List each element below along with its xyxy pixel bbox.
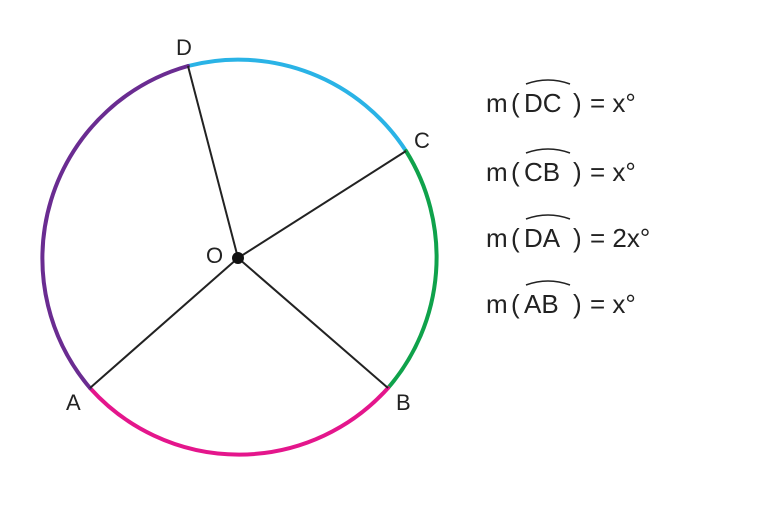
arc-symbol [525, 148, 571, 154]
equation-arc-name: CB [524, 157, 560, 187]
center-point [232, 252, 244, 264]
arc-cb [386, 149, 439, 390]
equation-close-paren: ) [573, 223, 582, 253]
equation-open-paren: ( [511, 223, 520, 253]
arc-ad [40, 64, 190, 390]
point-label-o: O [206, 243, 223, 268]
equation-arc-name: DC [524, 88, 562, 118]
radii [89, 65, 407, 389]
arc-dc [186, 57, 408, 153]
radius-oc [237, 150, 407, 259]
point-label-b: B [396, 390, 411, 415]
equation-close-paren: ) [573, 88, 582, 118]
equation-row: m ( AB ) = x° [486, 280, 636, 319]
radius-od [187, 65, 239, 259]
point-label-a: A [66, 390, 81, 415]
equation-close-paren: ) [573, 289, 582, 319]
equation-prefix: m [486, 88, 508, 118]
equation-rhs: = x° [590, 88, 636, 118]
arc-symbol [525, 280, 571, 286]
equation-arc-name: DA [524, 223, 561, 253]
equation-prefix: m [486, 157, 508, 187]
equation-open-paren: ( [511, 88, 520, 118]
arc-symbol [525, 214, 571, 220]
equation-open-paren: ( [511, 289, 520, 319]
point-label-d: D [176, 35, 192, 60]
radius-ob [237, 257, 389, 389]
equation-close-paren: ) [573, 157, 582, 187]
equation-rhs: = x° [590, 289, 636, 319]
point-label-c: C [414, 128, 430, 153]
equation-rhs: = 2x° [590, 223, 650, 253]
equation-row: m ( DA ) = 2x° [486, 214, 650, 253]
arc-ba [88, 386, 390, 457]
radius-oa [89, 257, 239, 389]
equation-row: m ( DC ) = x° [486, 79, 636, 118]
equation-list: m ( DC ) = x° m ( CB ) = x° m ( DA ) = 2… [486, 79, 650, 319]
arc-symbol [525, 79, 571, 85]
equation-prefix: m [486, 289, 508, 319]
equation-open-paren: ( [511, 157, 520, 187]
equation-rhs: = x° [590, 157, 636, 187]
equation-row: m ( CB ) = x° [486, 148, 636, 187]
equation-arc-name: AB [524, 289, 559, 319]
equation-prefix: m [486, 223, 508, 253]
